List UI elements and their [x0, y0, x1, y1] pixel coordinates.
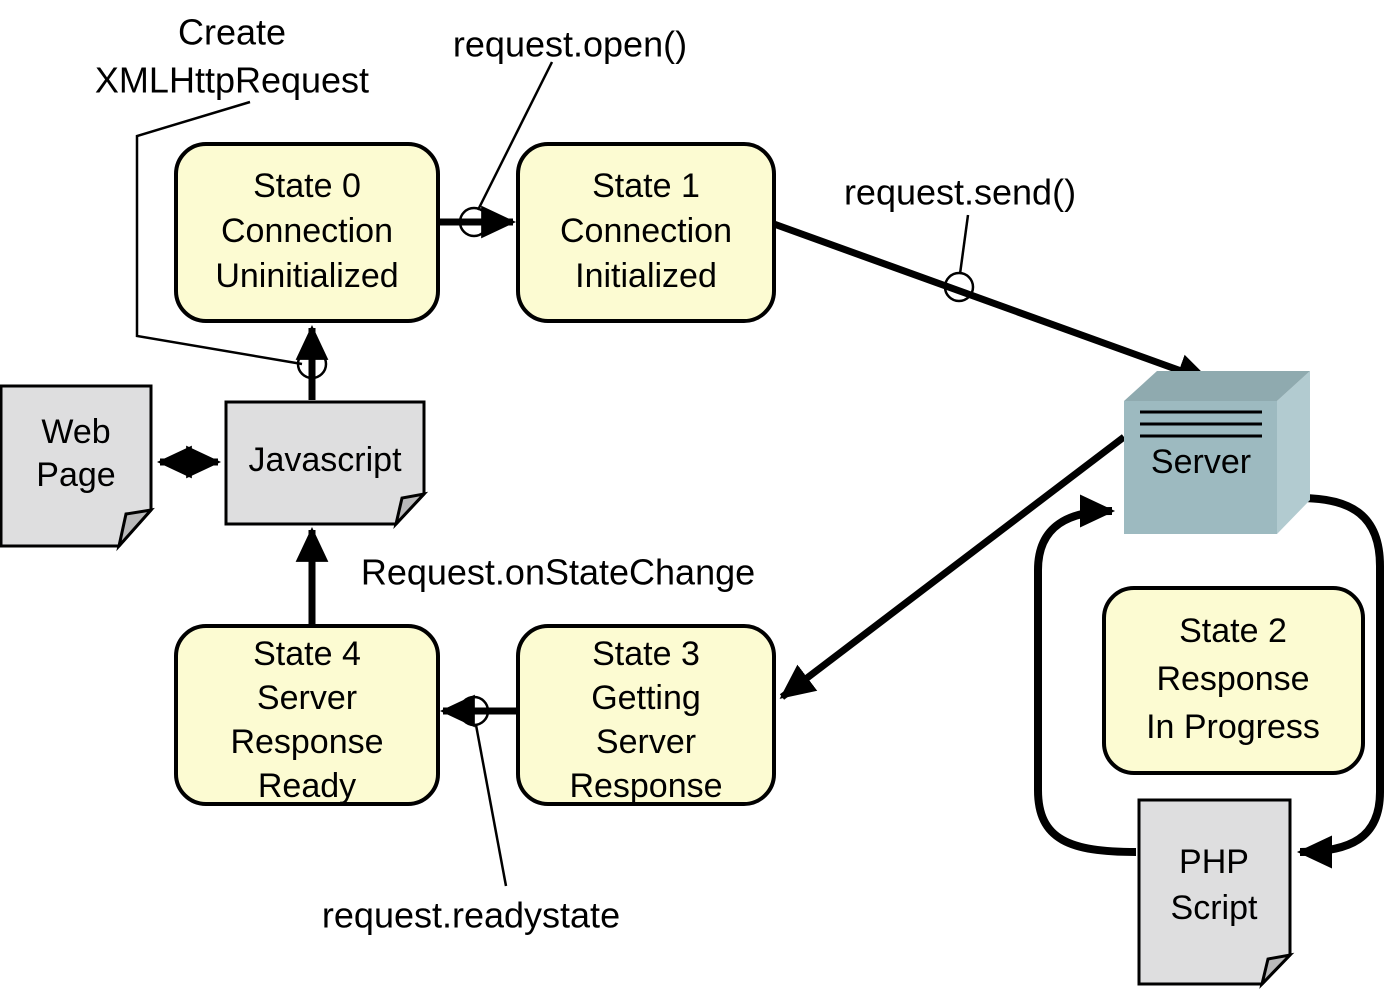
- web-page-fold-icon: [116, 507, 155, 552]
- edge-php-to-server: [1034, 494, 1137, 856]
- state-1-label-line2: Connection: [560, 212, 732, 250]
- arrow-php-server-loop: [1034, 494, 1137, 856]
- request-open-leader-line: [476, 61, 554, 211]
- web-page-label-line2: Page: [36, 456, 115, 494]
- state-2-label-line2: Response: [1156, 660, 1309, 698]
- state-3-label-line2: Getting: [591, 679, 701, 717]
- arrow-server-php-loop: [1296, 494, 1384, 869]
- state-4-box: [174, 624, 440, 806]
- javascript-fold-icon: [393, 491, 429, 530]
- javascript-label: Javascript: [248, 441, 402, 479]
- request-readystate-junction-icon: [458, 695, 490, 727]
- state-4-label-line2: Server: [257, 679, 357, 717]
- state-0-node[interactable]: State 0 Connection Uninitialized: [174, 142, 440, 323]
- edge-server-to-state3: [779, 434, 1127, 700]
- state-3-box: [516, 624, 776, 806]
- annotation-request-readystate-leader: [458, 695, 508, 887]
- state-1-label-line1: State 1: [592, 167, 700, 205]
- arrow-server-state3: [779, 434, 1127, 700]
- state-1-node[interactable]: State 1 Connection Initialized: [516, 142, 776, 323]
- server-node[interactable]: Server: [1124, 371, 1310, 534]
- state-2-box: [1102, 586, 1365, 775]
- request-send-leader-line: [958, 214, 970, 275]
- php-script-fold-icon: [1259, 952, 1295, 990]
- annotation-create-xhr-line1: Create: [178, 12, 286, 53]
- annotation-request-open: request.open(): [453, 24, 687, 65]
- state-4-label-line1: State 4: [253, 635, 361, 673]
- server-label: Server: [1151, 443, 1251, 481]
- server-top-face: [1124, 371, 1310, 401]
- annotation-create-xhr-line2: XMLHttpRequest: [95, 60, 369, 101]
- state-0-label-line1: State 0: [253, 167, 361, 205]
- annotation-request-open-leader: [458, 61, 554, 238]
- request-readystate-leader-line: [474, 724, 508, 887]
- state-3-label-line4: Response: [569, 767, 722, 805]
- php-script-label-line2: Script: [1171, 889, 1258, 927]
- annotation-create-xhr-leader: [135, 100, 328, 380]
- create-xhr-leader-line: [135, 100, 303, 366]
- state-4-label-line3: Response: [230, 723, 383, 761]
- arrow-state1-server: [772, 220, 1212, 386]
- state-1-box: [516, 142, 776, 323]
- state-3-label-line1: State 3: [592, 635, 700, 673]
- annotation-request-send-leader: [943, 214, 975, 303]
- create-xhr-junction-icon: [296, 348, 328, 380]
- web-page-label-line1: Web: [41, 413, 110, 451]
- server-side-face: [1277, 371, 1310, 534]
- annotation-request-readystate: request.readystate: [322, 895, 620, 936]
- state-3-label-line3: Server: [596, 723, 696, 761]
- annotation-request-onstatechange: Request.onStateChange: [361, 552, 755, 593]
- state-2-label-line3: In Progress: [1146, 708, 1320, 746]
- javascript-node[interactable]: Javascript: [224, 400, 429, 530]
- edge-server-to-php: [1296, 494, 1384, 869]
- state-4-label-line4: Ready: [258, 767, 356, 805]
- state-4-node[interactable]: State 4 Server Response Ready: [174, 624, 440, 806]
- state-0-label-line3: Uninitialized: [215, 257, 398, 295]
- state-0-box: [174, 142, 440, 323]
- edge-state1-to-server: [772, 220, 1212, 386]
- request-send-junction-icon: [943, 271, 975, 303]
- state-0-label-line2: Connection: [221, 212, 393, 250]
- request-open-junction-icon: [458, 206, 490, 238]
- php-script-node[interactable]: PHP Script: [1137, 798, 1295, 990]
- web-page-node[interactable]: Web Page: [0, 384, 155, 552]
- state-1-label-line3: Initialized: [575, 257, 717, 295]
- state-2-label-line1: State 2: [1179, 612, 1287, 650]
- annotation-request-send: request.send(): [844, 172, 1076, 213]
- state-3-node[interactable]: State 3 Getting Server Response: [516, 624, 776, 806]
- state-2-node[interactable]: State 2 Response In Progress: [1102, 586, 1365, 775]
- php-script-label-line1: PHP: [1179, 843, 1249, 881]
